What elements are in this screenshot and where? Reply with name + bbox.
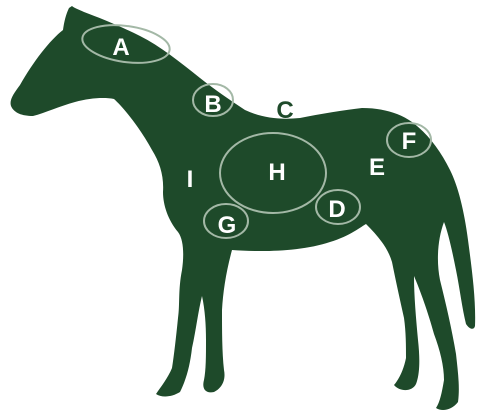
label-g: G [218, 212, 237, 239]
label-e: E [369, 154, 385, 181]
label-d: D [328, 196, 345, 223]
label-a: A [112, 34, 129, 61]
label-f: F [402, 128, 417, 155]
horse-silhouette [11, 6, 476, 410]
label-c: C [276, 97, 293, 124]
label-i: I [187, 166, 194, 193]
label-b: B [204, 91, 221, 118]
label-h: H [268, 159, 285, 186]
